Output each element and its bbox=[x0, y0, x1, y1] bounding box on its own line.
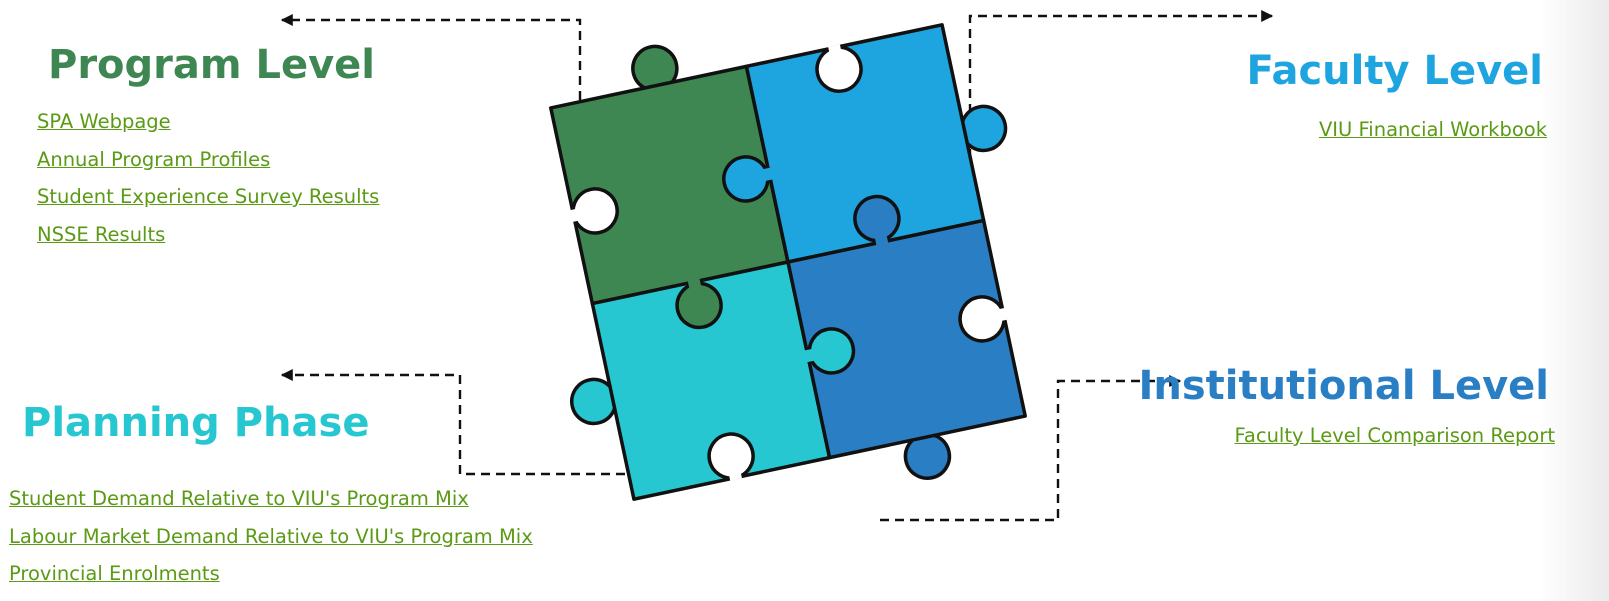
faculty-level-links: VIU Financial Workbook bbox=[1319, 116, 1547, 154]
student-experience-survey-link[interactable]: Student Experience Survey Results bbox=[37, 185, 379, 208]
arrow-to-faculty-level bbox=[970, 16, 1272, 188]
provincial-enrolments-link[interactable]: Provincial Enrolments bbox=[9, 562, 220, 585]
annual-program-profiles-link[interactable]: Annual Program Profiles bbox=[37, 148, 270, 171]
list-item: Student Experience Survey Results bbox=[37, 183, 379, 221]
institutional-level-links: Faculty Level Comparison Report bbox=[1234, 422, 1555, 460]
planning-phase-title: Planning Phase bbox=[22, 400, 369, 446]
faculty-level-comparison-link[interactable]: Faculty Level Comparison Report bbox=[1234, 424, 1555, 447]
program-level-title: Program Level bbox=[48, 42, 375, 88]
institutional-level-title: Institutional Level bbox=[1138, 363, 1549, 409]
faculty-level-title: Faculty Level bbox=[1246, 48, 1543, 94]
list-item: Faculty Level Comparison Report bbox=[1234, 422, 1555, 460]
viu-financial-workbook-link[interactable]: VIU Financial Workbook bbox=[1319, 118, 1547, 141]
student-demand-link[interactable]: Student Demand Relative to VIU's Program… bbox=[9, 487, 469, 510]
puzzle-icon bbox=[503, 0, 1074, 548]
planning-phase-links: Student Demand Relative to VIU's Program… bbox=[9, 485, 533, 598]
list-item: Provincial Enrolments bbox=[9, 560, 533, 598]
program-level-links: SPA Webpage Annual Program Profiles Stud… bbox=[37, 108, 379, 258]
list-item: Labour Market Demand Relative to VIU's P… bbox=[9, 523, 533, 561]
list-item: Student Demand Relative to VIU's Program… bbox=[9, 485, 533, 523]
list-item: NSSE Results bbox=[37, 221, 379, 259]
list-item: VIU Financial Workbook bbox=[1319, 116, 1547, 154]
labour-market-demand-link[interactable]: Labour Market Demand Relative to VIU's P… bbox=[9, 525, 533, 548]
list-item: SPA Webpage bbox=[37, 108, 379, 146]
nsse-results-link[interactable]: NSSE Results bbox=[37, 223, 165, 246]
spa-webpage-link[interactable]: SPA Webpage bbox=[37, 110, 171, 133]
list-item: Annual Program Profiles bbox=[37, 146, 379, 184]
